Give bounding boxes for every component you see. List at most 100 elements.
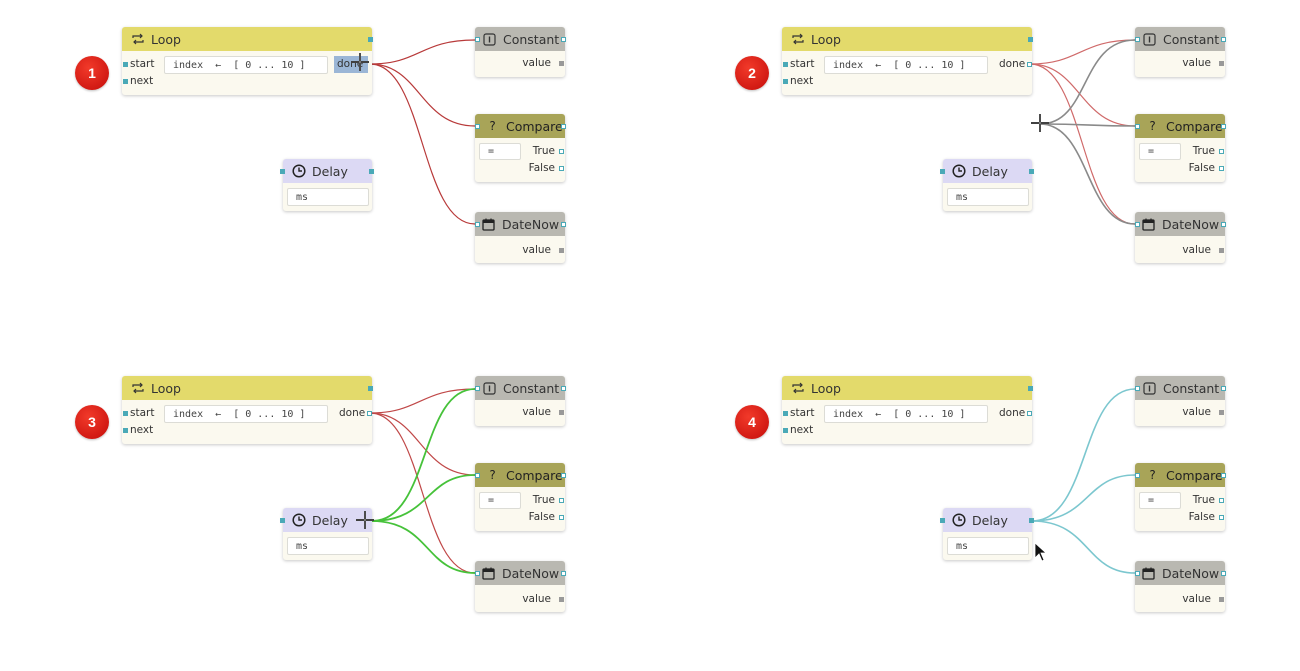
compare-out-port[interactable] — [1221, 473, 1226, 478]
constant-node[interactable]: Constant value — [1135, 27, 1226, 77]
datenow-in-port[interactable] — [475, 571, 480, 576]
datenow-in-port[interactable] — [1135, 571, 1140, 576]
done-port[interactable] — [1027, 411, 1032, 416]
compare-in-port[interactable] — [1135, 124, 1140, 129]
false-port[interactable] — [1219, 515, 1224, 520]
compare-node[interactable]: ? Compare = True False — [1135, 463, 1226, 531]
delay-in-port[interactable] — [280, 518, 285, 523]
start-port[interactable] — [123, 62, 128, 67]
datenow-value-port[interactable] — [1219, 597, 1224, 602]
true-port[interactable] — [1219, 498, 1224, 503]
constant-in-port[interactable] — [1135, 37, 1140, 42]
compare-node[interactable]: ? Compare = True False — [475, 114, 566, 182]
compare-node[interactable]: ? Compare = True False — [475, 463, 566, 531]
delay-header[interactable]: Delay — [943, 508, 1032, 532]
index-range-field[interactable]: index ← [ 0 ... 10 ] — [824, 56, 988, 74]
constant-out-port[interactable] — [561, 37, 566, 42]
loop-header[interactable]: Loop — [122, 376, 372, 400]
compare-operator-field[interactable]: = — [1139, 492, 1181, 509]
delay-node[interactable]: Delay ms — [280, 508, 372, 560]
compare-header[interactable]: ? Compare — [475, 463, 565, 487]
start-port[interactable] — [123, 411, 128, 416]
constant-out-port[interactable] — [561, 386, 566, 391]
compare-in-port[interactable] — [1135, 473, 1140, 478]
loop-header[interactable]: Loop — [782, 376, 1032, 400]
delay-out-port[interactable] — [1029, 518, 1034, 523]
constant-header[interactable]: Constant — [1135, 376, 1225, 400]
delay-out-port[interactable] — [369, 169, 374, 174]
loop-node[interactable]: Loop start next index ← [ 0 ... 10 ] don… — [122, 376, 373, 444]
false-port[interactable] — [559, 515, 564, 520]
true-port[interactable] — [1219, 149, 1224, 154]
next-port[interactable] — [123, 79, 128, 84]
delay-in-port[interactable] — [940, 518, 945, 523]
constant-in-port[interactable] — [1135, 386, 1140, 391]
compare-header[interactable]: ? Compare — [475, 114, 565, 138]
constant-in-port[interactable] — [475, 37, 480, 42]
datenow-value-port[interactable] — [559, 597, 564, 602]
compare-header[interactable]: ? Compare — [1135, 114, 1225, 138]
datenow-in-port[interactable] — [475, 222, 480, 227]
constant-value-port[interactable] — [1219, 410, 1224, 415]
next-port[interactable] — [783, 79, 788, 84]
datenow-node[interactable]: DateNow value — [475, 561, 566, 612]
delay-ms-field[interactable]: ms — [947, 188, 1029, 206]
start-port[interactable] — [783, 411, 788, 416]
index-range-field[interactable]: index ← [ 0 ... 10 ] — [164, 405, 328, 423]
datenow-value-port[interactable] — [1219, 248, 1224, 253]
constant-in-port[interactable] — [475, 386, 480, 391]
compare-header[interactable]: ? Compare — [1135, 463, 1225, 487]
next-port[interactable] — [123, 428, 128, 433]
datenow-node[interactable]: DateNow value — [1135, 561, 1226, 612]
loop-out-port[interactable] — [1028, 386, 1033, 391]
false-port[interactable] — [1219, 166, 1224, 171]
delay-header[interactable]: Delay — [283, 159, 372, 183]
datenow-node[interactable]: DateNow value — [475, 212, 566, 263]
done-port[interactable] — [1027, 62, 1032, 67]
constant-out-port[interactable] — [1221, 386, 1226, 391]
next-port[interactable] — [783, 428, 788, 433]
delay-ms-field[interactable]: ms — [947, 537, 1029, 555]
delay-in-port[interactable] — [940, 169, 945, 174]
loop-out-port[interactable] — [1028, 37, 1033, 42]
delay-in-port[interactable] — [280, 169, 285, 174]
start-port[interactable] — [783, 62, 788, 67]
delay-out-port[interactable] — [1029, 169, 1034, 174]
constant-node[interactable]: Constant value — [475, 376, 566, 426]
datenow-out-port[interactable] — [561, 222, 566, 227]
compare-operator-field[interactable]: = — [1139, 143, 1181, 160]
datenow-header[interactable]: DateNow — [475, 561, 565, 585]
delay-ms-field[interactable]: ms — [287, 188, 369, 206]
loop-out-port[interactable] — [368, 386, 373, 391]
constant-header[interactable]: Constant — [475, 376, 565, 400]
datenow-out-port[interactable] — [1221, 222, 1226, 227]
true-port[interactable] — [559, 498, 564, 503]
loop-out-port[interactable] — [368, 37, 373, 42]
loop-header[interactable]: Loop — [122, 27, 372, 51]
datenow-in-port[interactable] — [1135, 222, 1140, 227]
delay-node[interactable]: Delay ms — [940, 508, 1034, 560]
false-port[interactable] — [559, 166, 564, 171]
datenow-header[interactable]: DateNow — [1135, 561, 1225, 585]
loop-node[interactable]: Loop start next index ← [ 0 ... 10 ] don… — [122, 27, 373, 95]
constant-node[interactable]: Constant value — [475, 27, 566, 77]
compare-node[interactable]: ? Compare = True False — [1135, 114, 1226, 182]
index-range-field[interactable]: index ← [ 0 ... 10 ] — [824, 405, 988, 423]
loop-header[interactable]: Loop — [782, 27, 1032, 51]
index-range-field[interactable]: index ← [ 0 ... 10 ] — [164, 56, 328, 74]
constant-header[interactable]: Constant — [475, 27, 565, 51]
compare-out-port[interactable] — [1221, 124, 1226, 129]
constant-node[interactable]: Constant value — [1135, 376, 1226, 426]
compare-in-port[interactable] — [475, 473, 480, 478]
delay-node[interactable]: Delay ms — [940, 159, 1034, 211]
compare-operator-field[interactable]: = — [479, 143, 521, 160]
datenow-header[interactable]: DateNow — [475, 212, 565, 236]
constant-header[interactable]: Constant — [1135, 27, 1225, 51]
delay-ms-field[interactable]: ms — [287, 537, 369, 555]
true-port[interactable] — [559, 149, 564, 154]
loop-node[interactable]: Loop start next index ← [ 0 ... 10 ] don… — [782, 27, 1033, 95]
loop-node[interactable]: Loop start next index ← [ 0 ... 10 ] don… — [782, 376, 1033, 444]
datenow-out-port[interactable] — [1221, 571, 1226, 576]
delay-header[interactable]: Delay — [943, 159, 1032, 183]
compare-operator-field[interactable]: = — [479, 492, 521, 509]
